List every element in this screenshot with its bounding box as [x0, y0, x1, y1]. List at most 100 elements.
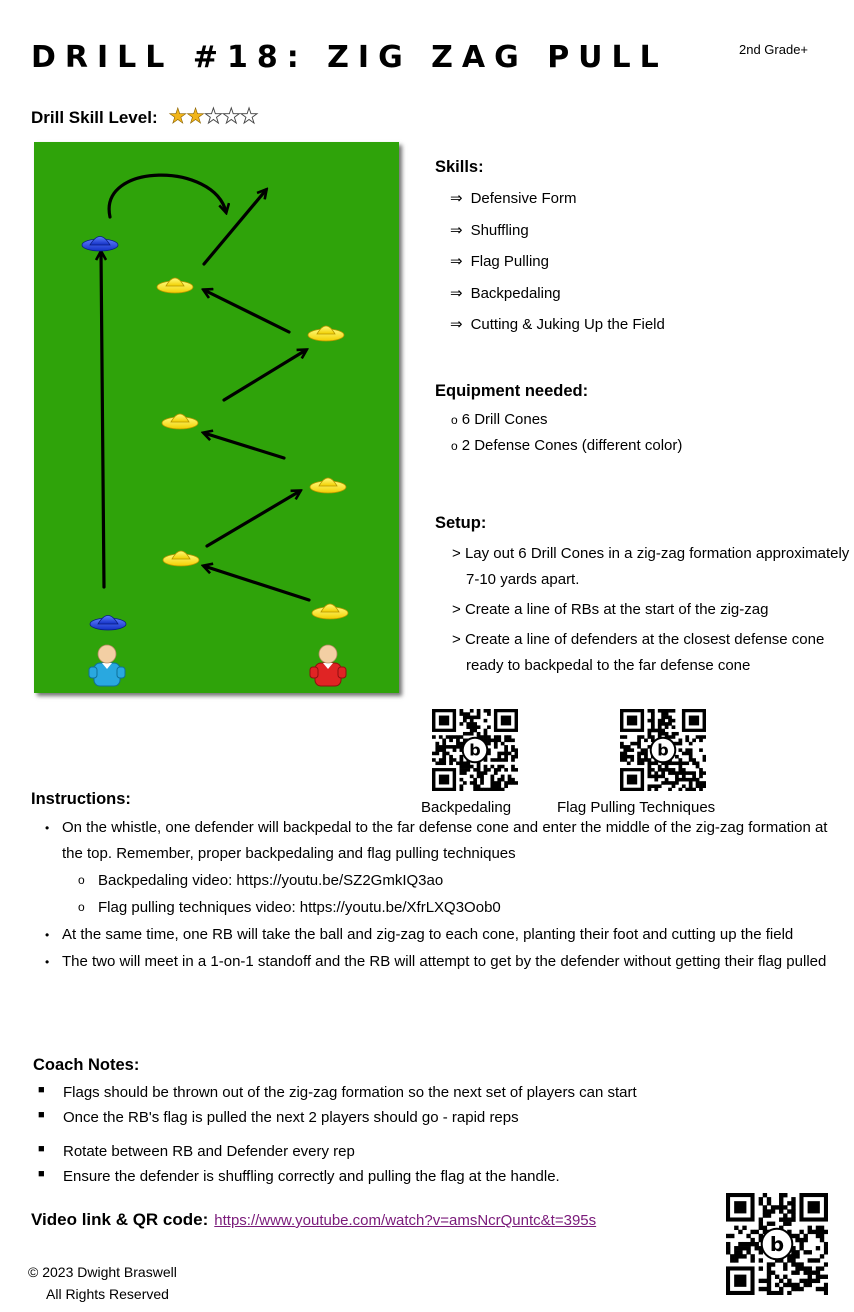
- star-empty-icon: ★: [239, 105, 259, 129]
- setup-heading: Setup:: [435, 514, 487, 532]
- qr-label-flag-pulling: Flag Pulling Techniques: [557, 799, 716, 816]
- star-empty-icon: ★: [221, 105, 241, 129]
- drill-cone: [161, 413, 199, 430]
- skill-item: ⇒Cutting & Juking Up the Field: [450, 316, 665, 334]
- skills-heading: Skills:: [435, 158, 484, 176]
- chevron-right-icon: >: [452, 601, 461, 618]
- instructions-section: Instructions: •On the whistle, one defen…: [31, 790, 831, 975]
- skill-item: ⇒Defensive Form: [450, 190, 577, 207]
- drill-diagram: [34, 142, 399, 693]
- implies-arrow-icon: ⇒: [450, 253, 463, 271]
- implies-arrow-icon: ⇒: [450, 190, 463, 207]
- implies-arrow-icon: ⇒: [450, 284, 463, 302]
- defense-cone: [89, 615, 127, 631]
- coach-note: ■Rotate between RB and Defender every re…: [38, 1143, 355, 1160]
- chevron-right-icon: >: [452, 545, 461, 562]
- skills-section: Skills: ⇒Defensive Form ⇒Shuffling ⇒Flag…: [435, 158, 665, 347]
- qr-code-icon[interactable]: b: [620, 709, 706, 791]
- svg-text:b: b: [469, 741, 480, 760]
- qr-code-icon[interactable]: b: [726, 1193, 828, 1295]
- zigzag-arrow: [204, 290, 291, 334]
- zigzag-arrow: [204, 433, 286, 460]
- defense-cones: [81, 236, 127, 631]
- rb-path-arrow: [101, 252, 104, 589]
- implies-arrow-icon: ⇒: [450, 221, 463, 239]
- zigzag-arrow: [202, 190, 266, 266]
- skill-level-label: Drill Skill Level:: [31, 108, 158, 127]
- video-link-label: Video link & QR code:: [31, 1210, 209, 1229]
- qr-label-backpedaling: Backpedaling: [421, 799, 512, 816]
- circle-bullet-icon: o: [451, 439, 458, 453]
- video-link[interactable]: https://www.youtube.com/watch?v=amsNcrQu…: [214, 1212, 597, 1229]
- zigzag-arrow: [204, 566, 311, 602]
- page-title: DRILL #18: ZIG ZAG PULL: [31, 40, 668, 75]
- grade-level: 2nd Grade+: [739, 42, 809, 57]
- setup-item: > Lay out 6 Drill Cones in a zig-zag for…: [452, 545, 850, 588]
- drill-cone: [307, 325, 345, 342]
- instruction-item: •The two will meet in a 1-on-1 standoff …: [31, 949, 831, 975]
- star-empty-icon: ★: [204, 105, 224, 129]
- drill-diagram-svg: [81, 173, 349, 687]
- square-bullet-icon: ■: [38, 1084, 45, 1096]
- skill-item: ⇒Flag Pulling: [450, 253, 549, 271]
- square-bullet-icon: ■: [38, 1168, 45, 1180]
- defense-cone: [81, 236, 119, 252]
- circle-bullet-icon: o: [78, 900, 85, 914]
- skill-item: ⇒Shuffling: [450, 221, 529, 239]
- skill-level: Drill Skill Level: ★★★★★: [31, 104, 259, 129]
- equipment-heading: Equipment needed:: [435, 382, 589, 400]
- star-filled-icon: ★: [168, 105, 187, 129]
- setup-item: > Create a line of defenders at the clos…: [452, 631, 825, 674]
- copyright: © 2023 Dwight Braswell All Rights Reserv…: [28, 1261, 177, 1305]
- skill-item: ⇒Backpedaling: [450, 284, 561, 302]
- drill-cone: [311, 603, 349, 620]
- coach-notes-list: ■Flags should be thrown out of the zig-z…: [33, 1084, 833, 1193]
- coach-note: ■Ensure the defender is shuffling correc…: [38, 1168, 560, 1185]
- zigzag-arrow: [205, 491, 300, 548]
- coach-notes-section: Coach Notes: ■Flags should be thrown out…: [33, 1056, 833, 1193]
- square-bullet-icon: ■: [38, 1109, 45, 1121]
- movement-arrows: [101, 173, 311, 602]
- circle-bullet-icon: o: [451, 413, 458, 427]
- copyright-text: © 2023 Dwight Braswell: [28, 1264, 177, 1280]
- star-filled-icon: ★: [186, 105, 205, 129]
- setup-section: Setup: > Lay out 6 Drill Cones in a zig-…: [435, 514, 854, 683]
- implies-arrow-icon: ⇒: [450, 316, 463, 334]
- bullet-icon: •: [45, 928, 50, 942]
- skill-rating-stars: ★★★★★: [168, 105, 259, 129]
- bullet-icon: •: [45, 821, 50, 835]
- drill-cone: [156, 277, 194, 294]
- instructions-list: •On the whistle, one defender will backp…: [31, 815, 831, 975]
- drill-cone: [309, 477, 347, 494]
- curve-arrow: [107, 173, 226, 219]
- qr-code-icon[interactable]: b: [432, 709, 518, 791]
- defender-player: [309, 644, 347, 687]
- square-bullet-icon: ■: [38, 1143, 45, 1155]
- coach-notes-heading: Coach Notes:: [33, 1056, 140, 1074]
- chevron-right-icon: >: [452, 631, 461, 648]
- instruction-item: •On the whistle, one defender will backp…: [31, 815, 831, 921]
- setup-list: > Lay out 6 Drill Cones in a zig-zag for…: [435, 541, 854, 679]
- zigzag-arrow: [222, 350, 306, 402]
- video-link-row: Video link & QR code: https://www.youtube…: [31, 1210, 596, 1230]
- skills-list: ⇒Defensive Form ⇒Shuffling ⇒Flag Pulling…: [435, 189, 665, 347]
- instruction-item: •At the same time, one RB will take the …: [31, 922, 831, 948]
- rights-text: All Rights Reserved: [46, 1286, 169, 1302]
- svg-text:b: b: [770, 1233, 784, 1256]
- coach-note: ■Once the RB's flag is pulled the next 2…: [38, 1109, 519, 1126]
- instructions-heading: Instructions:: [31, 790, 131, 808]
- bullet-icon: •: [45, 955, 50, 969]
- setup-item: > Create a line of RBs at the start of t…: [452, 601, 769, 618]
- drill-cone: [162, 550, 200, 567]
- svg-text:b: b: [657, 741, 668, 760]
- circle-bullet-icon: o: [78, 873, 85, 887]
- coach-note: ■Flags should be thrown out of the zig-z…: [38, 1084, 637, 1101]
- drill-cones: [156, 277, 349, 620]
